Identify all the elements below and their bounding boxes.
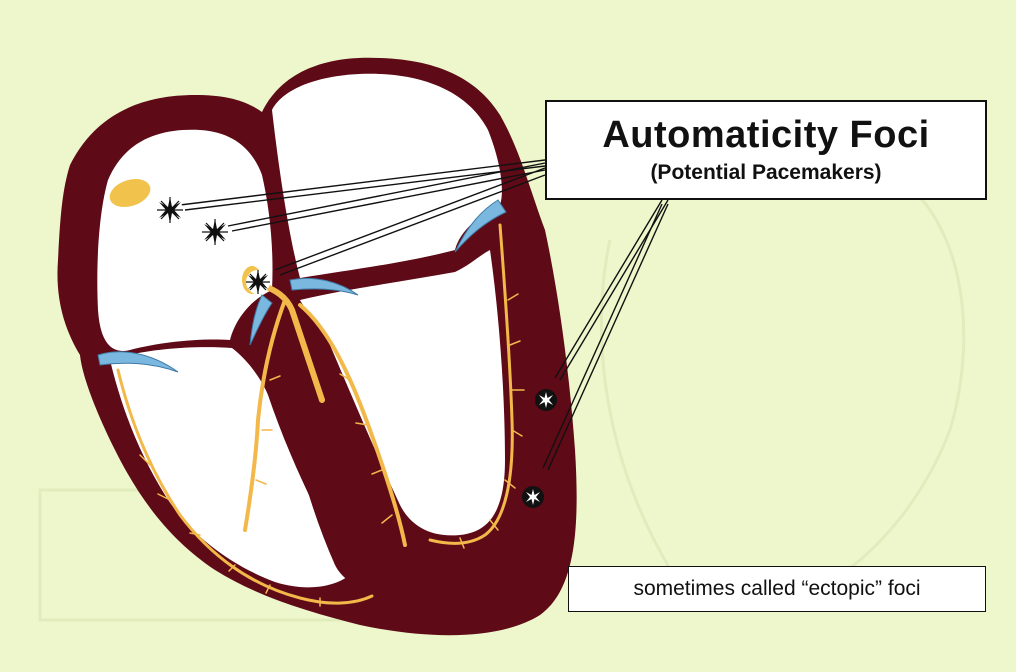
automaticity-focus-ventricular-1 (535, 389, 557, 411)
diagram-title: Automaticity Foci (547, 114, 985, 157)
automaticity-focus-junctional (246, 270, 270, 294)
automaticity-focus-atrial-1 (157, 197, 183, 223)
diagram-subtitle: (Potential Pacemakers) (547, 161, 985, 185)
title-callout-box: Automaticity Foci (Potential Pacemakers) (545, 100, 987, 200)
ectopic-note-box: sometimes called “ectopic” foci (568, 566, 986, 612)
ectopic-note: sometimes called “ectopic” foci (633, 577, 920, 600)
automaticity-focus-ventricular-2 (522, 486, 544, 508)
automaticity-focus-atrial-2 (202, 219, 228, 245)
